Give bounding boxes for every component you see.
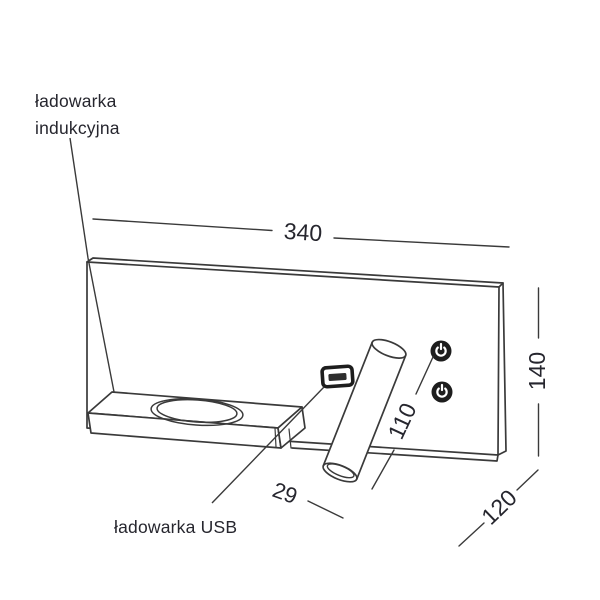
inductive-charger-label-line1: ładowarka bbox=[35, 91, 117, 111]
shelf-right-end-face bbox=[277, 406, 306, 449]
dim-width-line-left bbox=[92, 218, 273, 232]
reading-lamp-tube bbox=[322, 338, 407, 483]
dim-depth-line-right bbox=[516, 469, 539, 491]
inductive-charger-label: ładowarka indukcyjna bbox=[35, 88, 120, 142]
switch-button-bottom bbox=[431, 381, 453, 403]
usb-port bbox=[320, 364, 355, 389]
tube-top-cap bbox=[371, 338, 407, 359]
inductive-charger-leader-line bbox=[69, 137, 116, 398]
shelf bbox=[87, 391, 306, 449]
dim-depth-line-left bbox=[458, 522, 485, 547]
tube-side-line bbox=[322, 341, 374, 467]
panel-right-edge bbox=[497, 282, 507, 456]
shelf-corner-line bbox=[288, 428, 292, 449]
dim-lamp-diameter-line bbox=[307, 500, 344, 519]
dim-lamp-length-line-top bbox=[415, 356, 434, 395]
panel-top-edge bbox=[86, 257, 504, 288]
tube-side-line bbox=[355, 354, 407, 480]
dim-height-value: 140 bbox=[524, 352, 550, 390]
usb-charger-label: ładowarka USB bbox=[114, 517, 238, 537]
dim-lamp-diameter-value: 29 bbox=[269, 477, 301, 509]
usb-charger-leader-line bbox=[211, 386, 325, 504]
power-icon bbox=[435, 342, 447, 357]
dim-depth-value: 120 bbox=[476, 484, 522, 529]
tube-silhouette bbox=[323, 339, 406, 482]
switch-button-top bbox=[430, 340, 452, 362]
dim-width-value: 340 bbox=[283, 218, 323, 246]
charging-pad-inner-ring bbox=[156, 398, 238, 424]
power-icon bbox=[436, 383, 448, 398]
button-body bbox=[430, 340, 452, 362]
tube-bottom-rim-inner bbox=[326, 463, 355, 479]
usb-port-socket bbox=[328, 372, 347, 382]
dim-lamp-length-line-bottom bbox=[371, 449, 395, 490]
dimension-lines bbox=[92, 218, 540, 547]
wireless-charging-pad bbox=[150, 397, 244, 427]
dim-width-line-right bbox=[333, 237, 510, 248]
button-body bbox=[431, 381, 453, 403]
charging-pad-outer-ring bbox=[150, 397, 244, 427]
inductive-charger-label-line2: indukcyjna bbox=[35, 118, 120, 138]
